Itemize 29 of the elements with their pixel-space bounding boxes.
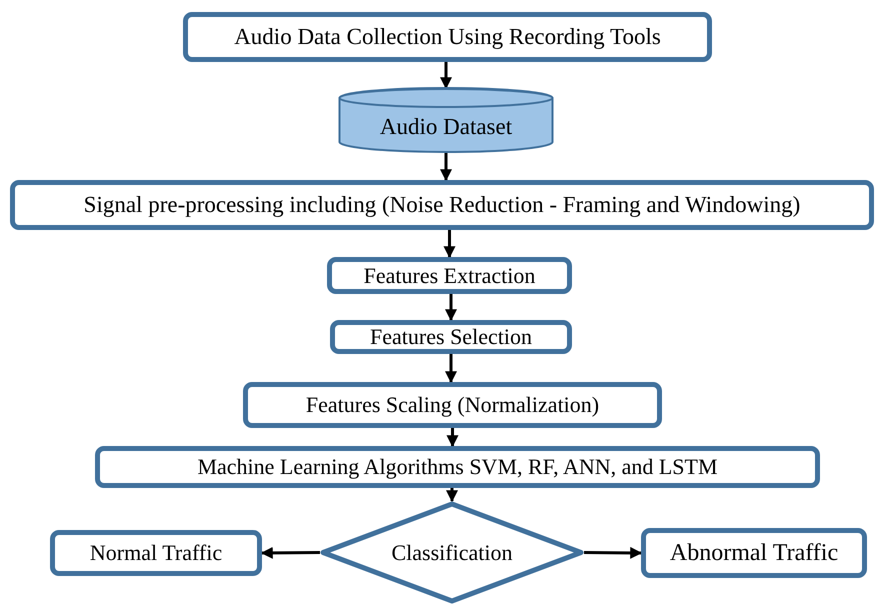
arrow <box>445 354 457 384</box>
node-label: Audio Dataset <box>380 113 512 140</box>
node-label: Classification <box>392 540 512 566</box>
node-label: Features Scaling (Normalization) <box>306 392 600 418</box>
process-box <box>50 530 262 576</box>
process-box <box>327 257 572 294</box>
process-box <box>95 446 820 488</box>
decision-diamond <box>320 501 584 604</box>
process-box <box>10 180 874 230</box>
node-label: Features Selection <box>370 324 532 350</box>
process-box <box>330 320 572 354</box>
arrow <box>440 62 452 90</box>
process-box <box>641 528 867 578</box>
arrow <box>260 546 320 559</box>
arrow <box>584 546 642 559</box>
node-label: Audio Data Collection Using Recording Tools <box>234 24 661 50</box>
node-label: Features Extraction <box>364 262 536 288</box>
node-label: Machine Learning Algorithms SVM, RF, ANN, and LSTM <box>197 454 718 480</box>
arrow <box>446 428 458 448</box>
node-label: Signal pre-processing including (Noise Reduction - Framing and Windowing) <box>84 192 800 218</box>
arrow <box>446 488 458 502</box>
arrow <box>440 152 452 182</box>
arrow <box>445 294 457 322</box>
process-box <box>243 382 662 428</box>
arrow <box>444 230 456 258</box>
node-label: Abnormal Traffic <box>670 540 838 566</box>
process-box <box>183 12 712 62</box>
database-cylinder <box>338 88 554 152</box>
node-label: Normal Traffic <box>90 540 222 566</box>
